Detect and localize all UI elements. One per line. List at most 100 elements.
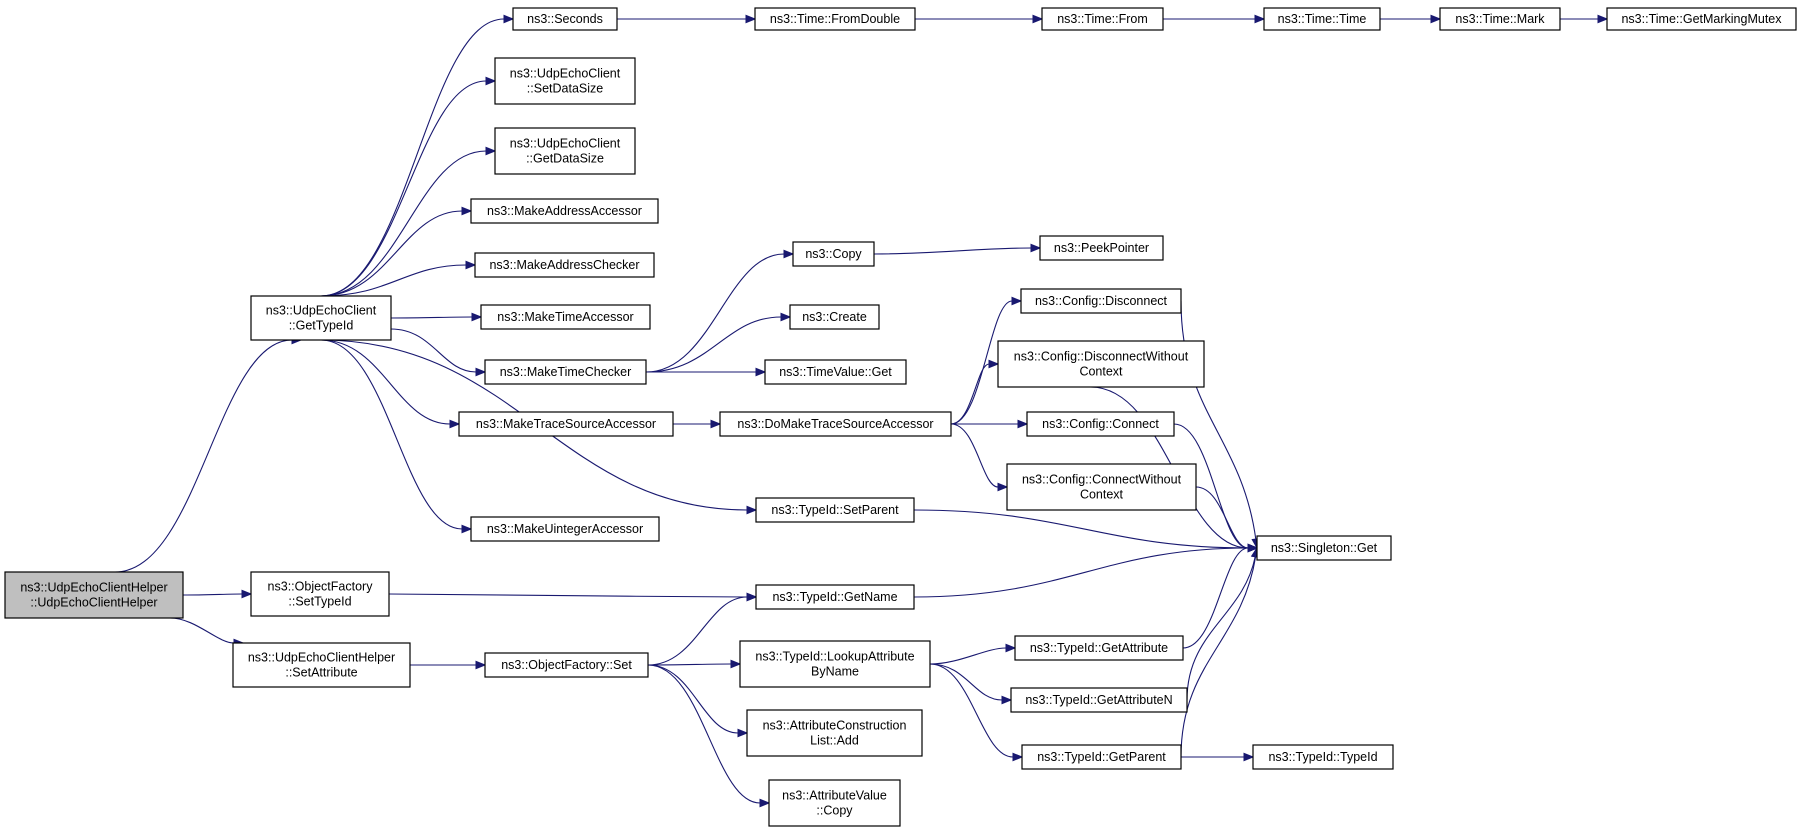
node-box xyxy=(768,779,901,827)
arrowhead-icon xyxy=(461,524,473,534)
edge-ofSet-to-acListAdd xyxy=(647,664,749,738)
node-getAttributeN[interactable]: ns3::TypeId::GetAttributeN xyxy=(1010,687,1188,713)
node-doMakeTrace[interactable]: ns3::DoMakeTraceSourceAccessor xyxy=(719,411,952,437)
node-avCopy[interactable]: ns3::AttributeValue::Copy xyxy=(768,779,901,827)
node-peekPointer[interactable]: ns3::PeekPointer xyxy=(1039,235,1164,261)
node-label: ns3::TypeId::GetName xyxy=(772,590,897,604)
arrowhead-icon xyxy=(783,249,795,259)
node-markingMutex[interactable]: ns3::Time::GetMarkingMutex xyxy=(1606,7,1797,31)
node-box xyxy=(792,241,875,267)
node-makeAddrChk[interactable]: ns3::MakeAddressChecker xyxy=(474,252,655,278)
node-timeValueGet[interactable]: ns3::TimeValue::Get xyxy=(764,359,907,385)
node-makeTimeAcc[interactable]: ns3::MakeTimeAccessor xyxy=(480,304,651,330)
node-setParent[interactable]: ns3::TypeId::SetParent xyxy=(755,497,915,523)
node-box xyxy=(997,340,1205,388)
edge-makeTraceAcc-to-doMakeTrace xyxy=(673,419,722,429)
node-setDataSize[interactable]: ns3::UdpEchoClient::SetDataSize xyxy=(494,57,636,105)
arrowhead-icon xyxy=(746,592,758,602)
node-getDataSize[interactable]: ns3::UdpEchoClient::GetDataSize xyxy=(494,127,636,175)
node-timeFrom[interactable]: ns3::Time::From xyxy=(1041,7,1164,31)
edge-line xyxy=(390,328,477,373)
node-label: ns3::ObjectFactory::Set xyxy=(501,658,632,672)
node-box xyxy=(1263,7,1381,31)
arrowhead-icon xyxy=(241,589,253,599)
edge-copy-to-peekPointer xyxy=(873,243,1042,255)
node-makeAddrAcc[interactable]: ns3::MakeAddressAccessor xyxy=(470,198,659,224)
edge-ofSet-to-lookupAttr xyxy=(647,659,742,669)
node-label: ns3::TypeId::LookupAttribute xyxy=(755,650,914,664)
edges-layer xyxy=(114,14,1609,808)
node-getName[interactable]: ns3::TypeId::GetName xyxy=(755,584,915,610)
edge-getAttributeN-to-singletonGet xyxy=(1186,546,1260,701)
node-box xyxy=(484,359,647,385)
node-singletonGet[interactable]: ns3::Singleton::Get xyxy=(1256,535,1392,561)
node-cfgDisconnect[interactable]: ns3::Config::Disconnect xyxy=(1020,288,1182,314)
node-label: Context xyxy=(1080,488,1124,502)
node-timeTime[interactable]: ns3::Time::Time xyxy=(1263,7,1381,31)
edge-line xyxy=(320,80,487,297)
node-label: ns3::AttributeValue xyxy=(782,789,887,803)
node-box xyxy=(739,640,931,688)
edge-line xyxy=(645,316,782,373)
edge-line xyxy=(114,339,293,573)
node-box xyxy=(474,252,655,278)
node-label: ::Copy xyxy=(816,804,853,818)
node-label: ::GetTypeId xyxy=(289,319,354,333)
edge-getAttribute-to-singletonGet xyxy=(1182,543,1259,649)
node-label: ns3::TypeId::GetAttributeN xyxy=(1025,693,1172,707)
edge-line xyxy=(320,210,463,297)
arrowhead-icon xyxy=(465,260,477,270)
edge-getTypeId-to-makeTimeAcc xyxy=(390,312,483,322)
node-timeMark[interactable]: ns3::Time::Mark xyxy=(1439,7,1561,31)
edge-timeFrom-to-timeTime xyxy=(1163,14,1266,24)
edge-getTypeId-to-getDataSize xyxy=(320,146,497,297)
node-label: ns3::Time::Mark xyxy=(1455,12,1545,26)
node-label: ns3::Seconds xyxy=(527,12,603,26)
arrowhead-icon xyxy=(737,728,749,738)
edge-line xyxy=(1195,486,1249,549)
arrowhead-icon xyxy=(1011,296,1023,306)
node-box xyxy=(719,411,952,437)
arrowhead-icon xyxy=(997,482,1009,492)
edge-line xyxy=(873,247,1032,255)
node-getParent[interactable]: ns3::TypeId::GetParent xyxy=(1021,744,1182,770)
node-fromDouble[interactable]: ns3::Time::FromDouble xyxy=(754,7,916,31)
arrowhead-icon xyxy=(475,367,487,377)
node-seconds[interactable]: ns3::Seconds xyxy=(512,7,618,31)
node-makeTraceAcc[interactable]: ns3::MakeTraceSourceAccessor xyxy=(458,411,674,437)
node-getTypeId[interactable]: ns3::UdpEchoClient::GetTypeId xyxy=(250,295,392,341)
arrowhead-icon xyxy=(1017,419,1029,429)
edge-doMakeTrace-to-cfgConnect xyxy=(951,419,1029,429)
node-ofSet[interactable]: ns3::ObjectFactory::Set xyxy=(484,652,649,678)
arrowhead-icon xyxy=(780,312,792,322)
edge-getTypeId-to-makeUintAcc xyxy=(320,339,473,534)
node-box xyxy=(470,516,660,542)
arrowhead-icon xyxy=(759,798,771,808)
node-label: ns3::TypeId::TypeId xyxy=(1268,750,1377,764)
node-makeUintAcc[interactable]: ns3::MakeUintegerAccessor xyxy=(470,516,660,542)
node-helperSetAttr[interactable]: ns3::UdpEchoClientHelper::SetAttribute xyxy=(232,642,411,688)
node-label: ns3::Time::Time xyxy=(1278,12,1367,26)
node-cfgConnect[interactable]: ns3::Config::Connect xyxy=(1026,411,1175,437)
node-box xyxy=(1439,7,1561,31)
edge-line xyxy=(645,253,785,373)
edge-seconds-to-fromDouble xyxy=(617,14,757,24)
node-create[interactable]: ns3::Create xyxy=(789,304,880,330)
node-ofSetTypeId[interactable]: ns3::ObjectFactory::SetTypeId xyxy=(250,571,390,617)
node-label: ns3::TypeId::SetParent xyxy=(771,503,899,517)
node-getAttribute[interactable]: ns3::TypeId::GetAttribute xyxy=(1014,635,1184,661)
node-label: ns3::MakeTraceSourceAccessor xyxy=(476,417,656,431)
node-makeTimeChk[interactable]: ns3::MakeTimeChecker xyxy=(484,359,647,385)
arrowhead-icon xyxy=(745,14,757,24)
node-root[interactable]: ns3::UdpEchoClientHelper::UdpEchoClientH… xyxy=(4,571,184,619)
edge-line xyxy=(647,596,748,666)
node-box xyxy=(484,652,649,678)
node-copy[interactable]: ns3::Copy xyxy=(792,241,875,267)
arrowhead-icon xyxy=(471,312,483,322)
node-typeIdTypeId[interactable]: ns3::TypeId::TypeId xyxy=(1252,744,1394,770)
